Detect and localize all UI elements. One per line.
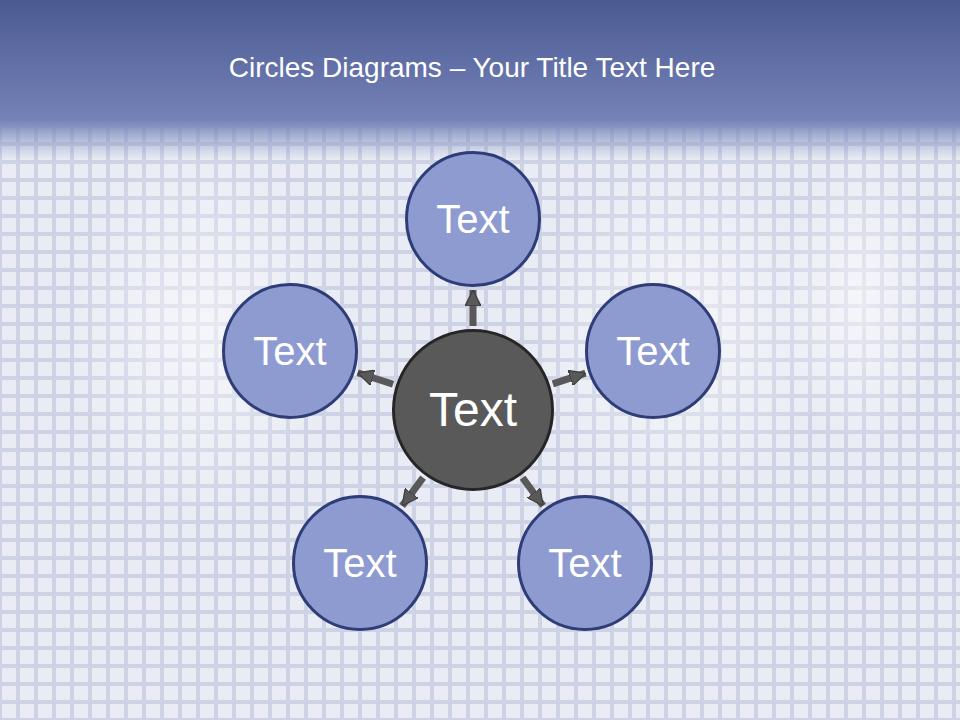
node-label: Text xyxy=(616,329,689,373)
outer-circle: Text xyxy=(222,283,358,419)
circle-content: Text xyxy=(222,283,358,419)
outer-circle: Text xyxy=(405,151,541,287)
circle-fill xyxy=(294,497,427,630)
circle-fill xyxy=(394,331,553,490)
circle-content: Text xyxy=(392,329,554,491)
arrow-connector xyxy=(553,373,586,384)
arrow-connector xyxy=(358,373,393,384)
circle-content: Text xyxy=(585,283,721,419)
node-label: Text xyxy=(323,541,396,585)
outer-circle: Text xyxy=(292,495,428,631)
circle-fill xyxy=(224,285,357,418)
circle-content: Text xyxy=(517,495,653,631)
circle-content: Text xyxy=(405,151,541,287)
arrow-connector xyxy=(523,478,543,506)
node-label: Text xyxy=(253,329,326,373)
arrow-connector xyxy=(470,290,477,326)
glow-spot xyxy=(60,130,340,530)
circle-fill xyxy=(587,285,720,418)
node-label: Text xyxy=(436,197,509,241)
node-label: Text xyxy=(429,384,517,437)
circle-fill xyxy=(407,153,540,286)
circle-fill xyxy=(519,497,652,630)
outer-circle: Text xyxy=(517,495,653,631)
center-circle: Text xyxy=(392,329,554,491)
arrow-connector xyxy=(402,478,423,506)
node-label: Text xyxy=(548,541,621,585)
glow-spot xyxy=(780,140,940,460)
circle-content: Text xyxy=(292,495,428,631)
slide-title: Circles Diagrams – Your Title Text Here xyxy=(0,52,944,84)
header-band xyxy=(0,0,960,160)
outer-circle: Text xyxy=(585,283,721,419)
